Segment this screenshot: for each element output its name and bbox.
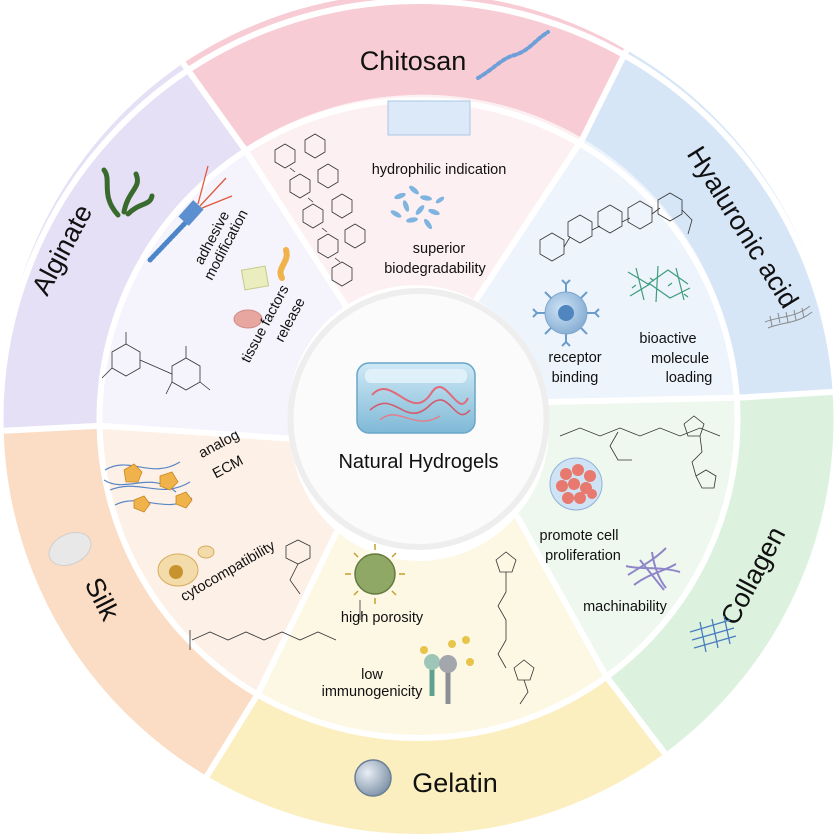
inner-segment-gelatin	[258, 515, 607, 738]
ecm-fibers-icon	[103, 461, 193, 513]
segment-alginate	[0, 63, 245, 431]
silk-cocoon-icon	[48, 532, 92, 566]
gelatin-sphere-icon	[354, 759, 392, 797]
segment-silk	[1, 425, 259, 778]
prop-proliferation: proliferation	[545, 548, 621, 564]
inner-segment-silk	[100, 425, 337, 694]
prop-promote-cell: promote cell	[540, 528, 619, 544]
segment-gelatin	[205, 676, 666, 836]
chitosan-fiber-icon	[476, 30, 550, 80]
tissue-factors-icon	[233, 247, 290, 329]
cell-icon	[157, 545, 215, 587]
fibrous-network-icon	[625, 547, 681, 591]
prop-immunogenicity: immunogenicity	[322, 684, 423, 700]
segment-chitosan	[183, 0, 627, 149]
inner-segment-alginate	[99, 148, 346, 439]
label-gelatin: Gelatin	[412, 768, 498, 798]
label-chitosan: Chitosan	[360, 46, 467, 76]
proliferating-cells-icon	[549, 457, 603, 511]
prop-low: low	[361, 667, 383, 683]
inner-segment-chitosan	[244, 94, 583, 306]
prop-molecule: molecule	[651, 351, 709, 367]
prop-receptor: receptor	[548, 350, 601, 366]
center-title: Natural Hydrogels	[338, 451, 498, 473]
collagen-mesh-icon	[689, 615, 737, 653]
gelatin-molecule-icon	[495, 551, 535, 705]
hyaluronic-fiber-icon	[764, 305, 813, 329]
prop-loading: loading	[666, 370, 713, 386]
prop-machinability: machinability	[583, 599, 668, 615]
prop-hydrophilic-indication: hydrophilic indication	[372, 162, 507, 178]
adhesive-probe-icon	[147, 165, 233, 263]
hydrophilic-particles-icon	[390, 185, 445, 230]
prop-biodegradability: biodegradability	[384, 261, 486, 277]
alginate-molecule-icon	[101, 332, 211, 395]
water-surface-icon	[387, 100, 471, 136]
prop-high-porosity: high porosity	[341, 610, 424, 626]
seaweed-icon	[101, 167, 155, 218]
receptor-cell-icon	[532, 279, 600, 347]
bioactive-network-icon	[627, 265, 691, 303]
hydrogel-cube-icon	[356, 362, 476, 434]
hyaluronic-molecule-icon	[539, 192, 693, 262]
chitosan-molecule-icon	[274, 133, 366, 287]
prop-binding: binding	[552, 370, 599, 386]
prop-bioactive: bioactive	[639, 331, 696, 347]
silk-molecule-icon	[189, 539, 361, 650]
collagen-molecule-icon	[559, 415, 721, 489]
antibody-icon	[420, 636, 474, 704]
segment-hyaluronic-acid	[582, 50, 837, 398]
prop-superior: superior	[413, 241, 466, 257]
segment-collagen	[606, 391, 837, 755]
porous-sphere-icon	[345, 544, 405, 604]
